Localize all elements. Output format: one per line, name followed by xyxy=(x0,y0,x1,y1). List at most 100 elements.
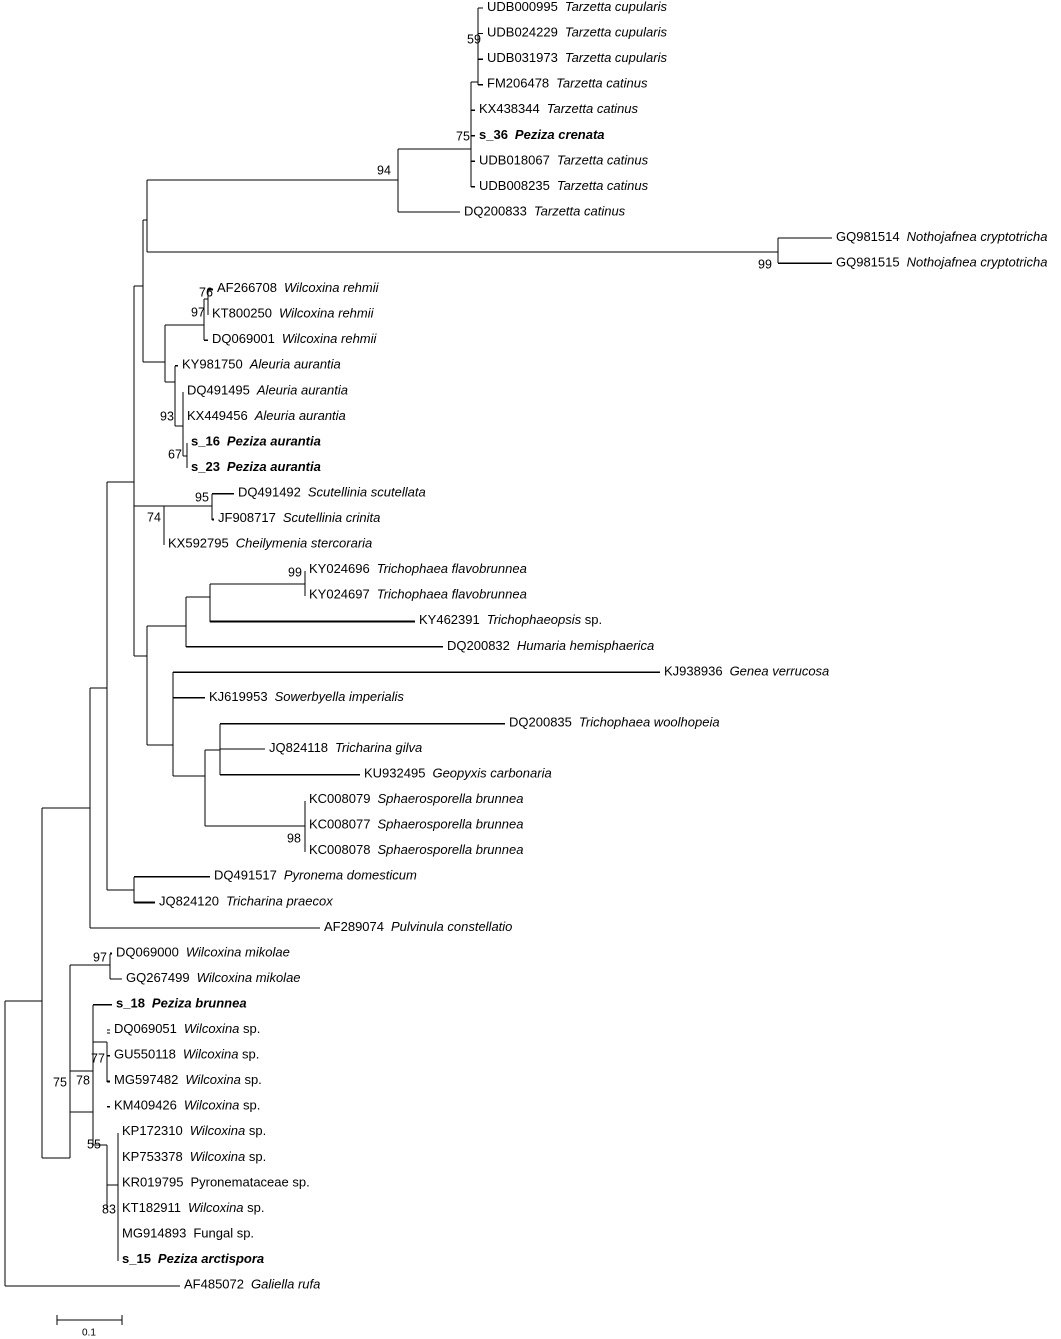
species-name: Sowerbyella imperialis xyxy=(275,689,405,704)
species-name: Geopyxis carbonaria xyxy=(432,766,551,781)
bootstrap-value: 67 xyxy=(168,447,182,461)
accession-number: UDB018067 xyxy=(479,153,550,168)
species-name: Trichophaeopsis xyxy=(487,613,582,628)
accession-number: s_15 xyxy=(122,1251,151,1266)
taxon-label: KT800250 Wilcoxina rehmii xyxy=(212,306,375,321)
taxon-label: KY981750 Aleuria aurantia xyxy=(182,357,341,372)
species-name: Peziza aurantia xyxy=(227,434,321,449)
taxon-label: KX592795 Cheilymenia stercoraria xyxy=(168,536,372,551)
species-name: Trichophaea flavobrunnea xyxy=(377,587,527,602)
species-suffix: sp. xyxy=(244,1200,265,1215)
accession-number: KP753378 xyxy=(122,1149,183,1164)
accession-number: KP172310 xyxy=(122,1124,183,1139)
taxon-label: KU932495 Geopyxis carbonaria xyxy=(364,766,552,781)
accession-number: KX449456 xyxy=(187,408,248,423)
bootstrap-value: 94 xyxy=(377,163,391,177)
species-name: Nothojafnea cryptotricha xyxy=(907,229,1048,244)
accession-number: GQ981515 xyxy=(836,255,900,270)
species-name: Tricharina gilva xyxy=(335,740,422,755)
species-name: Pyronema domesticum xyxy=(284,868,417,883)
accession-number: s_23 xyxy=(191,459,220,474)
species-name: Peziza brunnea xyxy=(152,996,247,1011)
accession-number: KR019795 xyxy=(122,1175,183,1190)
accession-number: DQ491492 xyxy=(238,485,301,500)
scale-bar-label: 0.1 xyxy=(82,1328,96,1339)
bootstrap-value: 98 xyxy=(287,831,301,845)
accession-number: JQ824120 xyxy=(159,894,219,909)
accession-number: FM206478 xyxy=(487,76,549,91)
species-suffix: sp. xyxy=(239,1098,260,1113)
bootstrap-value: 97 xyxy=(93,950,107,964)
species-name: Tarzetta catinus xyxy=(547,102,639,117)
species-name: Wilcoxina mikolae xyxy=(186,945,290,960)
species-name: Sphaerosporella brunnea xyxy=(377,843,523,858)
species-name: Tricharina praecox xyxy=(226,894,333,909)
species-name: Peziza crenata xyxy=(515,127,605,142)
bootstrap-value: 75 xyxy=(456,129,470,143)
species-name: Wilcoxina xyxy=(184,1098,240,1113)
species-name: Wilcoxina xyxy=(190,1149,246,1164)
accession-number: KT182911 xyxy=(122,1200,181,1215)
bootstrap-value: 93 xyxy=(160,409,174,423)
tree-branches xyxy=(4,7,832,1287)
accession-number: MG597482 xyxy=(114,1073,178,1088)
species-name: Tarzetta cupularis xyxy=(565,0,668,14)
species-name: Tarzetta catinus xyxy=(534,204,626,219)
accession-number: KY462391 xyxy=(419,613,480,628)
accession-number: s_36 xyxy=(479,127,508,142)
accession-number: KY981750 xyxy=(182,357,243,372)
accession-number: KT800250 xyxy=(212,306,272,321)
species-name: Sphaerosporella brunnea xyxy=(377,817,523,832)
accession-number: DQ491517 xyxy=(214,868,277,883)
species-name: Tarzetta catinus xyxy=(556,76,648,91)
species-name: Wilcoxina rehmii xyxy=(279,306,375,321)
accession-number: KX592795 xyxy=(168,536,229,551)
accession-number: DQ200832 xyxy=(447,638,510,653)
bootstrap-value: 76 xyxy=(199,285,213,299)
species-name: Tarzetta cupularis xyxy=(565,51,668,66)
species-name: Genea verrucosa xyxy=(730,664,830,679)
accession-number: DQ069000 xyxy=(116,945,179,960)
taxon-label: s_36 Peziza crenata xyxy=(479,127,605,142)
species-suffix: sp. xyxy=(245,1149,266,1164)
accession-number: KJ619953 xyxy=(209,689,268,704)
accession-number: KU932495 xyxy=(364,766,425,781)
accession-number: AF289074 xyxy=(324,919,384,934)
species-name: Wilcoxina mikolae xyxy=(197,970,301,985)
species-name: Tarzetta cupularis xyxy=(565,25,668,40)
scale-bar: 0.1 xyxy=(56,1315,123,1339)
accession-number: AF485072 xyxy=(184,1277,244,1292)
species-name: Sphaerosporella brunnea xyxy=(377,791,523,806)
species-suffix: sp. xyxy=(241,1073,262,1088)
species-name: Wilcoxina xyxy=(190,1124,246,1139)
accession-number: GQ267499 xyxy=(126,970,190,985)
taxon-label: DQ069000 Wilcoxina mikolae xyxy=(116,945,290,960)
species-name: Aleuria aurantia xyxy=(256,383,348,398)
species-name: Cheilymenia stercoraria xyxy=(236,536,373,551)
species-name: Aleuria aurantia xyxy=(249,357,341,372)
